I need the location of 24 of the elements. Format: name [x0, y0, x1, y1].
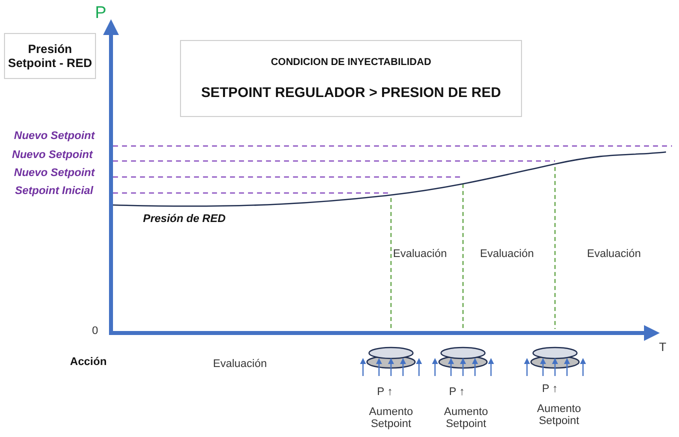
phase-label: Evaluación: [213, 358, 267, 370]
setpoint-label: Nuevo Setpoint: [12, 149, 93, 161]
pressure-up-label: P ↑: [542, 383, 558, 395]
axis-label: P: [95, 3, 106, 23]
label-box: [4, 33, 96, 79]
action-label: Aumento Setpoint: [442, 406, 490, 430]
box-title: CONDICION DE INYECTABILIDAD: [270, 57, 432, 68]
phase-label: Evaluación: [480, 248, 534, 260]
setpoint-label: Nuevo Setpoint: [14, 130, 95, 142]
phase-label: Evaluación: [393, 248, 447, 260]
axis-tick-label: 0: [92, 325, 98, 337]
curve-label: Presión de RED: [143, 213, 226, 225]
action-label: Aumento Setpoint: [368, 406, 414, 430]
action-label: Aumento Setpoint: [536, 403, 582, 427]
condition-box: [180, 40, 522, 117]
pressure-up-label: P ↑: [449, 386, 465, 398]
setpoint-label: Setpoint Inicial: [15, 185, 94, 197]
setpoint-label: Nuevo Setpoint: [14, 167, 95, 179]
phase-label: Evaluación: [587, 248, 641, 260]
box-title: Presión Setpoint - RED: [7, 42, 93, 70]
pressure-up-label: P ↑: [377, 386, 393, 398]
row-label: Acción: [70, 356, 106, 368]
condition-text: SETPOINT REGULADOR > PRESION DE RED: [201, 84, 501, 100]
axis-label: T: [659, 340, 666, 354]
